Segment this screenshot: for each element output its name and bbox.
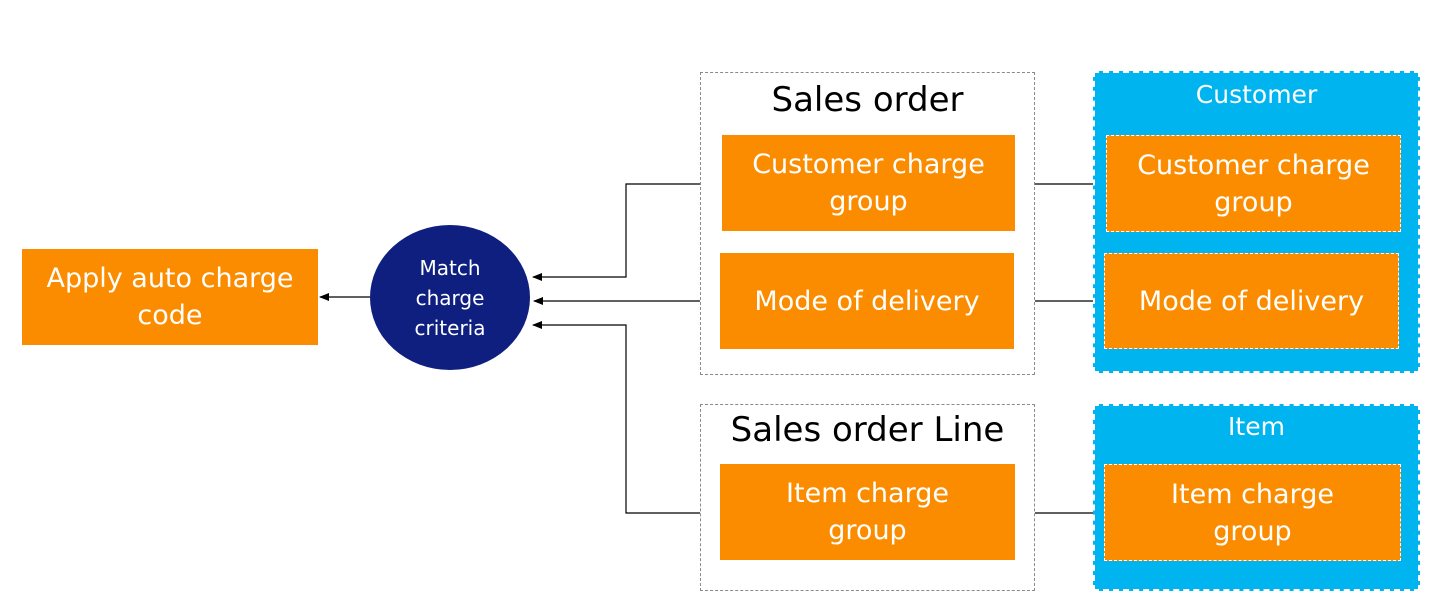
sales-order-mode-of-delivery-label: Mode of delivery xyxy=(754,285,980,317)
apply-auto-charge-code-label: Apply auto charge code xyxy=(46,263,294,331)
customer-mode-of-delivery-label: Mode of delivery xyxy=(1138,285,1365,317)
sales-order-title: Sales order xyxy=(771,80,964,120)
match-charge-criteria-label: Match charge criteria xyxy=(414,255,486,340)
match-charge-criteria-node: Match charge criteria xyxy=(370,225,530,370)
sales-order-line-item-charge-group-label: Item charge group xyxy=(786,478,949,546)
arrow-customer-charge-group-to-match xyxy=(532,183,722,281)
sales-order-line-title: Sales order Line xyxy=(730,410,1005,450)
sales-order-customer-charge-group: Customer charge group xyxy=(722,135,1015,231)
customer-customer-charge-group: Customer charge group xyxy=(1106,135,1401,232)
apply-auto-charge-code-box: Apply auto charge code xyxy=(22,249,318,345)
sales-order-mode-of-delivery: Mode of delivery xyxy=(720,253,1014,349)
customer-customer-charge-group-label: Customer charge group xyxy=(1137,149,1370,218)
sales-order-customer-charge-group-label: Customer charge group xyxy=(752,149,985,217)
arrow-item-charge-group-to-match xyxy=(532,321,720,514)
item-item-charge-group-label: Item charge group xyxy=(1171,478,1334,547)
item-item-charge-group: Item charge group xyxy=(1104,464,1401,561)
customer-mode-of-delivery: Mode of delivery xyxy=(1104,253,1399,349)
sales-order-line-item-charge-group: Item charge group xyxy=(720,464,1015,560)
item-title: Item xyxy=(1228,412,1285,441)
customer-title: Customer xyxy=(1195,80,1318,109)
